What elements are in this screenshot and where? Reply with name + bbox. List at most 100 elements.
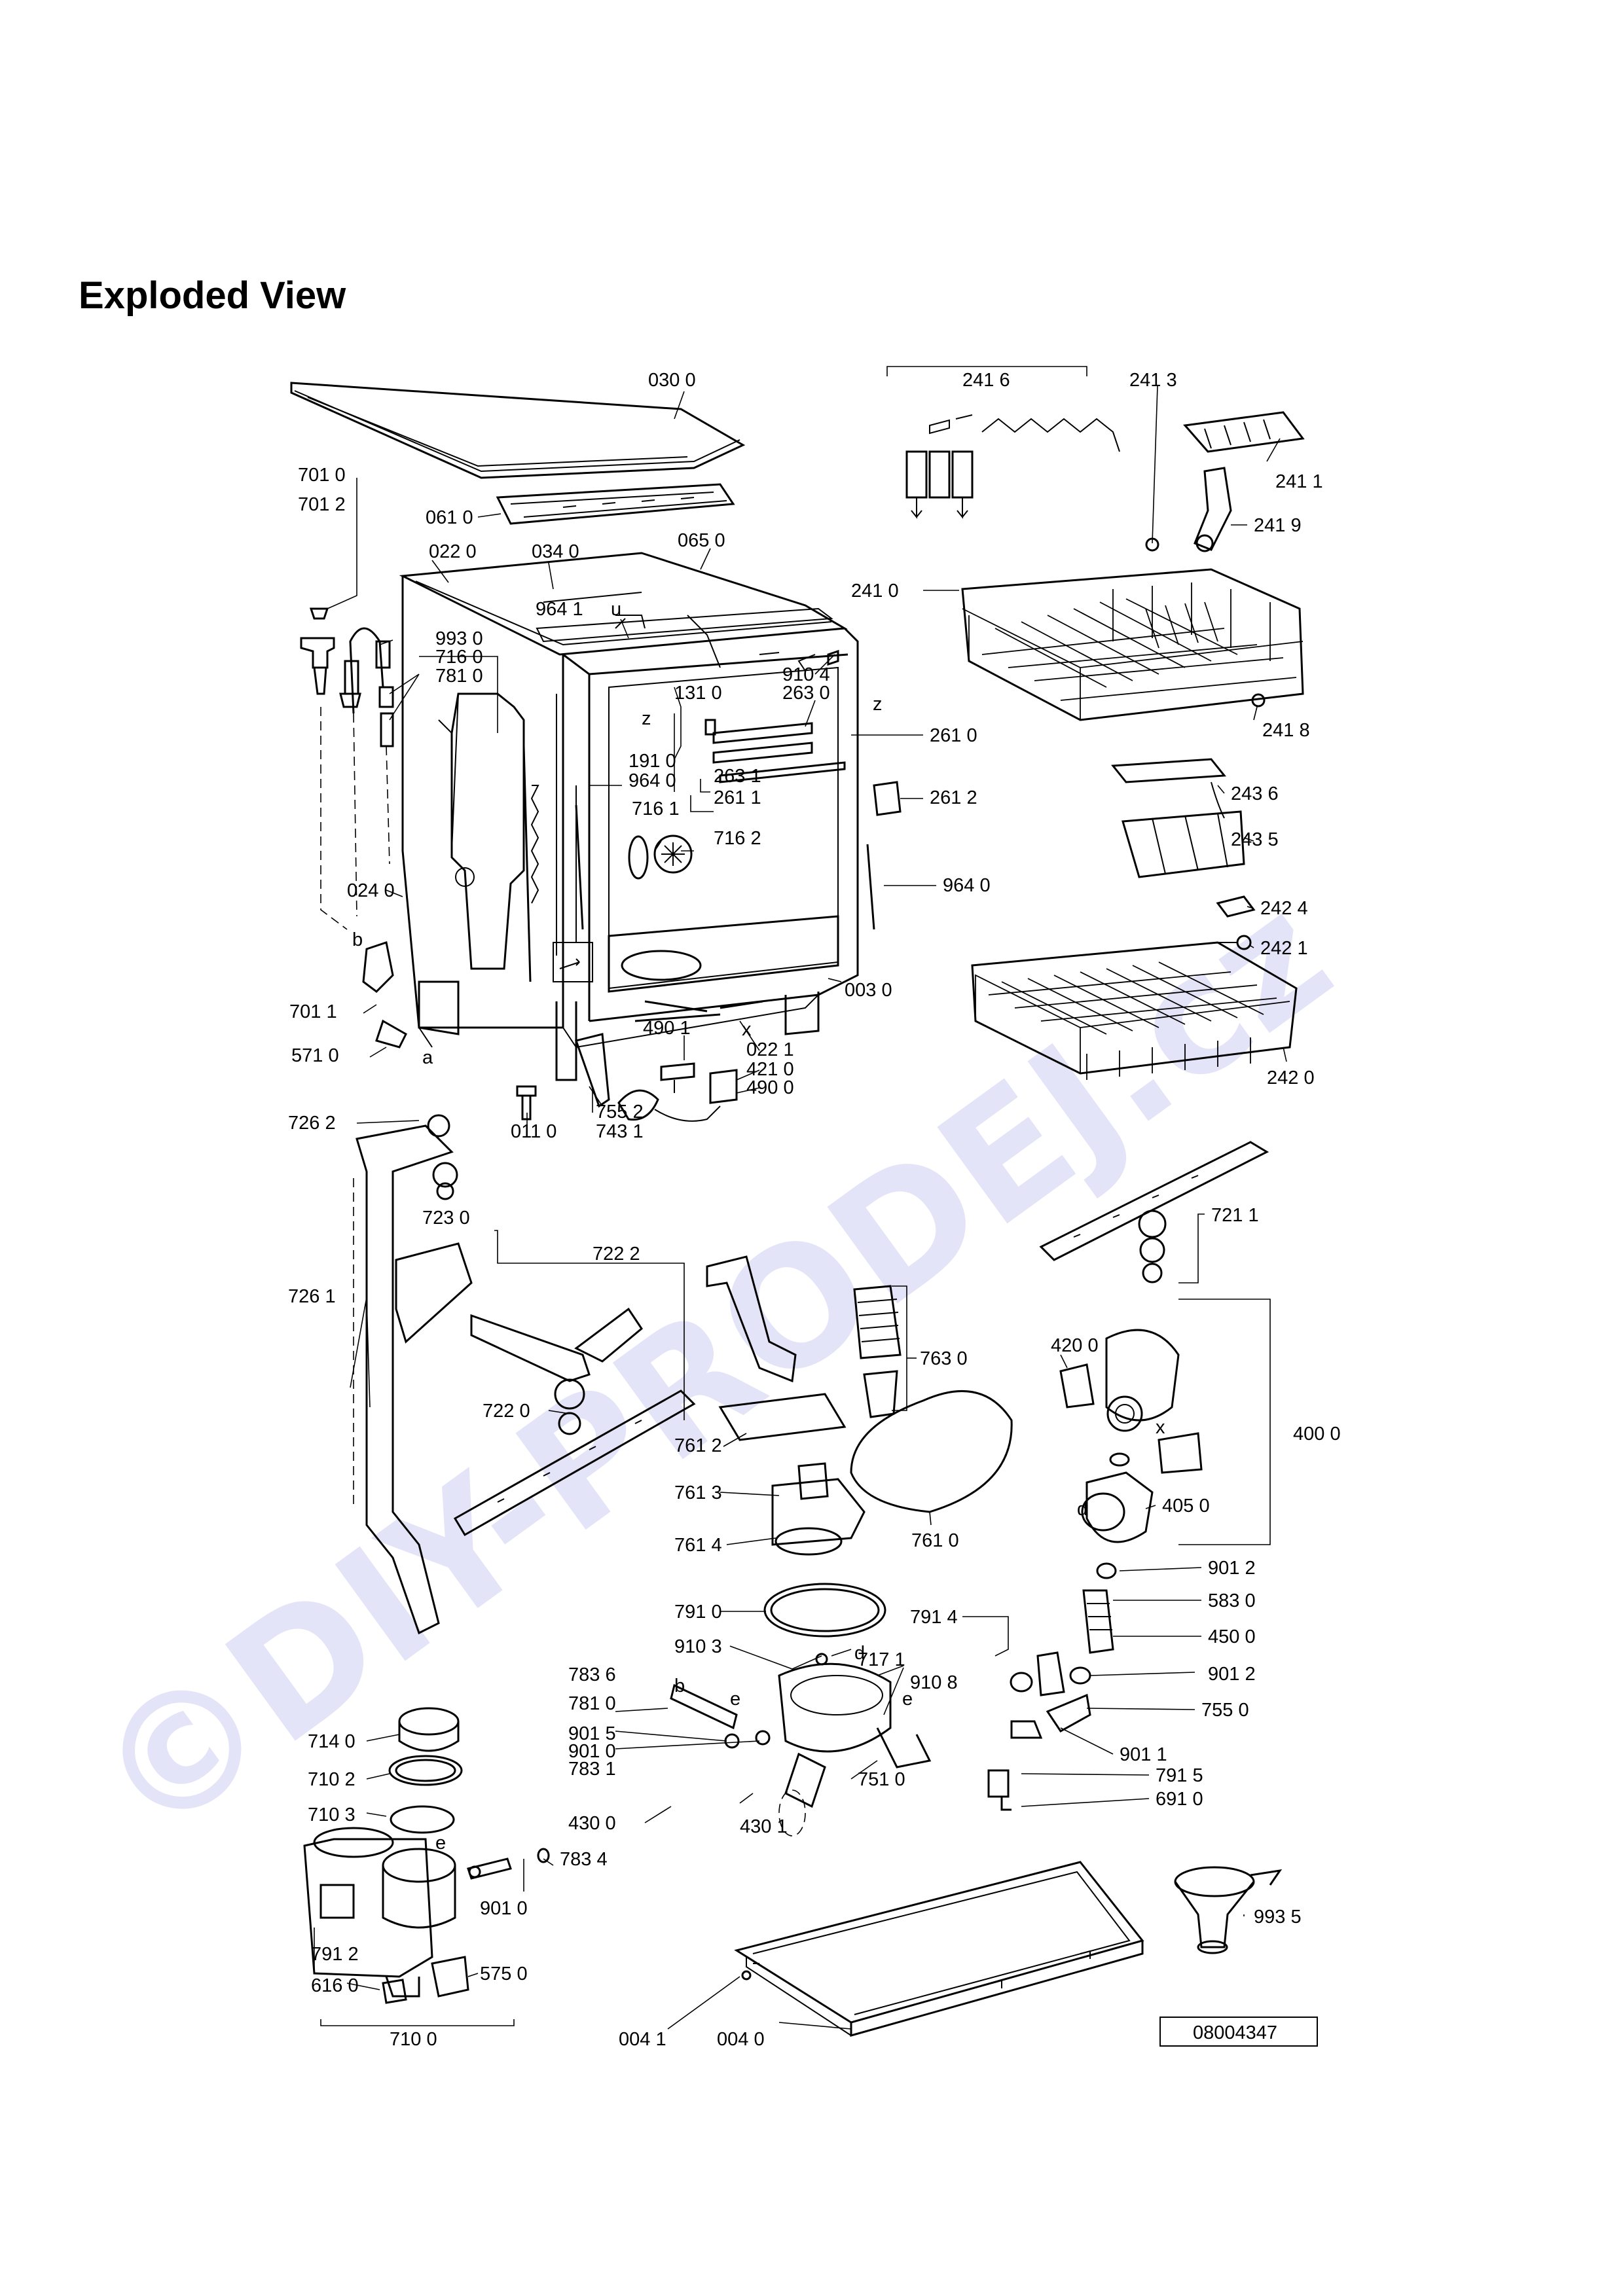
part-label: 261 2	[930, 787, 977, 808]
part-label: 722 2	[593, 1244, 640, 1265]
part-label: 241 3	[1129, 370, 1177, 391]
part-label: 241 9	[1254, 515, 1302, 536]
base-frame	[734, 1861, 1144, 2037]
ref-letter: z	[873, 694, 883, 715]
part-label: 783 6	[568, 1664, 616, 1685]
part-label: 490 1	[643, 1018, 691, 1039]
part-label: 242 1	[1260, 938, 1308, 959]
upper-basket	[961, 568, 1304, 721]
part-label: 791 4	[910, 1607, 958, 1628]
part-label: 726 2	[288, 1113, 336, 1134]
part-label: 261 1	[714, 787, 761, 808]
part-label: 242 4	[1260, 898, 1308, 919]
part-label: 761 2	[674, 1435, 722, 1456]
part-label: 723 0	[422, 1208, 470, 1229]
part-label: 781 0	[568, 1693, 616, 1714]
part-label: 571 0	[291, 1045, 339, 1066]
part-label: 430 1	[740, 1816, 788, 1837]
part-label: 065 0	[678, 530, 725, 551]
part-label: 263 0	[782, 683, 830, 704]
part-label: 242 0	[1267, 1067, 1315, 1088]
control-panel-strip	[496, 483, 735, 525]
part-label: 241 0	[851, 581, 899, 601]
ref-letter: z	[642, 708, 651, 729]
part-label: 616 0	[311, 1975, 359, 1996]
part-label: 004 0	[717, 2029, 765, 2050]
part-label: 783 1	[568, 1759, 616, 1780]
part-label: 701 1	[289, 1001, 337, 1022]
ref-letter: e	[435, 1833, 446, 1854]
part-label: 003 0	[845, 980, 892, 1001]
part-label: 061 0	[426, 507, 473, 528]
ref-letter: b	[674, 1676, 685, 1696]
part-label: 722 0	[483, 1401, 530, 1422]
drawing-number: 08004347	[1193, 2022, 1277, 2043]
part-label: 743 1	[596, 1121, 644, 1142]
part-label: 034 0	[532, 541, 579, 562]
part-label: 751 0	[858, 1769, 905, 1790]
part-label: 710 0	[390, 2029, 437, 2050]
upper-spray-arm	[1039, 1141, 1269, 1283]
part-label: 901 2	[1208, 1558, 1256, 1579]
salt-funnel	[1174, 1866, 1283, 1954]
part-label: 030 0	[648, 370, 696, 391]
part-label: 241 8	[1262, 720, 1310, 741]
part-label: 420 0	[1051, 1335, 1099, 1356]
part-label: 964 0	[629, 770, 676, 791]
page-title: Exploded View	[79, 274, 346, 317]
part-label: 721 1	[1211, 1205, 1259, 1226]
water-inlet-parts	[300, 607, 407, 1049]
part-label: 701 2	[298, 494, 346, 515]
part-label: 004 1	[619, 2029, 666, 2050]
circulation-pump-motor	[987, 1329, 1203, 1811]
part-label: 763 0	[920, 1348, 968, 1369]
part-label: 405 0	[1162, 1496, 1210, 1516]
part-label: 761 4	[674, 1535, 722, 1556]
reference-letters: b a z u z x d e b d e x e	[352, 599, 1165, 1854]
ref-letter: e	[730, 1689, 740, 1710]
ref-letter: d	[854, 1643, 865, 1664]
part-label: 450 0	[1208, 1626, 1256, 1647]
part-label: 191 0	[629, 751, 676, 772]
part-label: 583 0	[1208, 1590, 1256, 1611]
part-label: 691 0	[1156, 1789, 1203, 1810]
part-label: 783 4	[560, 1849, 608, 1870]
part-label: 490 0	[746, 1077, 794, 1098]
part-label: 964 1	[536, 599, 583, 620]
part-label: 901 2	[1208, 1664, 1256, 1685]
lower-spray-arm	[453, 1378, 696, 1537]
cutlery-basket	[1111, 758, 1256, 950]
ref-letter: b	[352, 929, 363, 950]
part-label: 901 0	[480, 1898, 528, 1919]
part-label: 243 5	[1231, 829, 1279, 850]
upper-basket-accessories	[905, 411, 1305, 708]
filter-and-sump	[670, 1255, 1013, 1837]
part-label: 714 0	[308, 1731, 356, 1752]
part-label: 430 0	[568, 1813, 616, 1834]
ref-letter: e	[902, 1689, 913, 1710]
part-label: 791 5	[1156, 1765, 1203, 1786]
water-softener	[303, 1707, 550, 2004]
leader-lines	[314, 366, 1287, 2030]
part-label: 761 0	[911, 1530, 959, 1551]
part-label: 024 0	[347, 880, 395, 901]
part-label: 701 0	[298, 465, 346, 486]
ref-letter: x	[1156, 1417, 1165, 1438]
part-label: 901 1	[1120, 1744, 1167, 1765]
part-label: 243 6	[1231, 783, 1279, 804]
part-label: 241 1	[1275, 471, 1323, 492]
part-label: 400 0	[1293, 1424, 1341, 1444]
part-label: 755 2	[596, 1102, 644, 1122]
part-label: 717 1	[858, 1649, 905, 1670]
drawing-number-box: 08004347	[1159, 2017, 1318, 2047]
part-label: 261 0	[930, 725, 977, 746]
ref-letter: d	[1077, 1499, 1087, 1520]
part-label: 910 8	[910, 1672, 958, 1693]
part-label: 964 0	[943, 875, 991, 896]
part-label: 755 0	[1201, 1700, 1249, 1721]
part-label: 993 0	[435, 628, 483, 649]
part-label: 716 2	[714, 828, 761, 849]
part-label: 131 0	[674, 683, 722, 704]
worktop-part	[290, 382, 746, 479]
